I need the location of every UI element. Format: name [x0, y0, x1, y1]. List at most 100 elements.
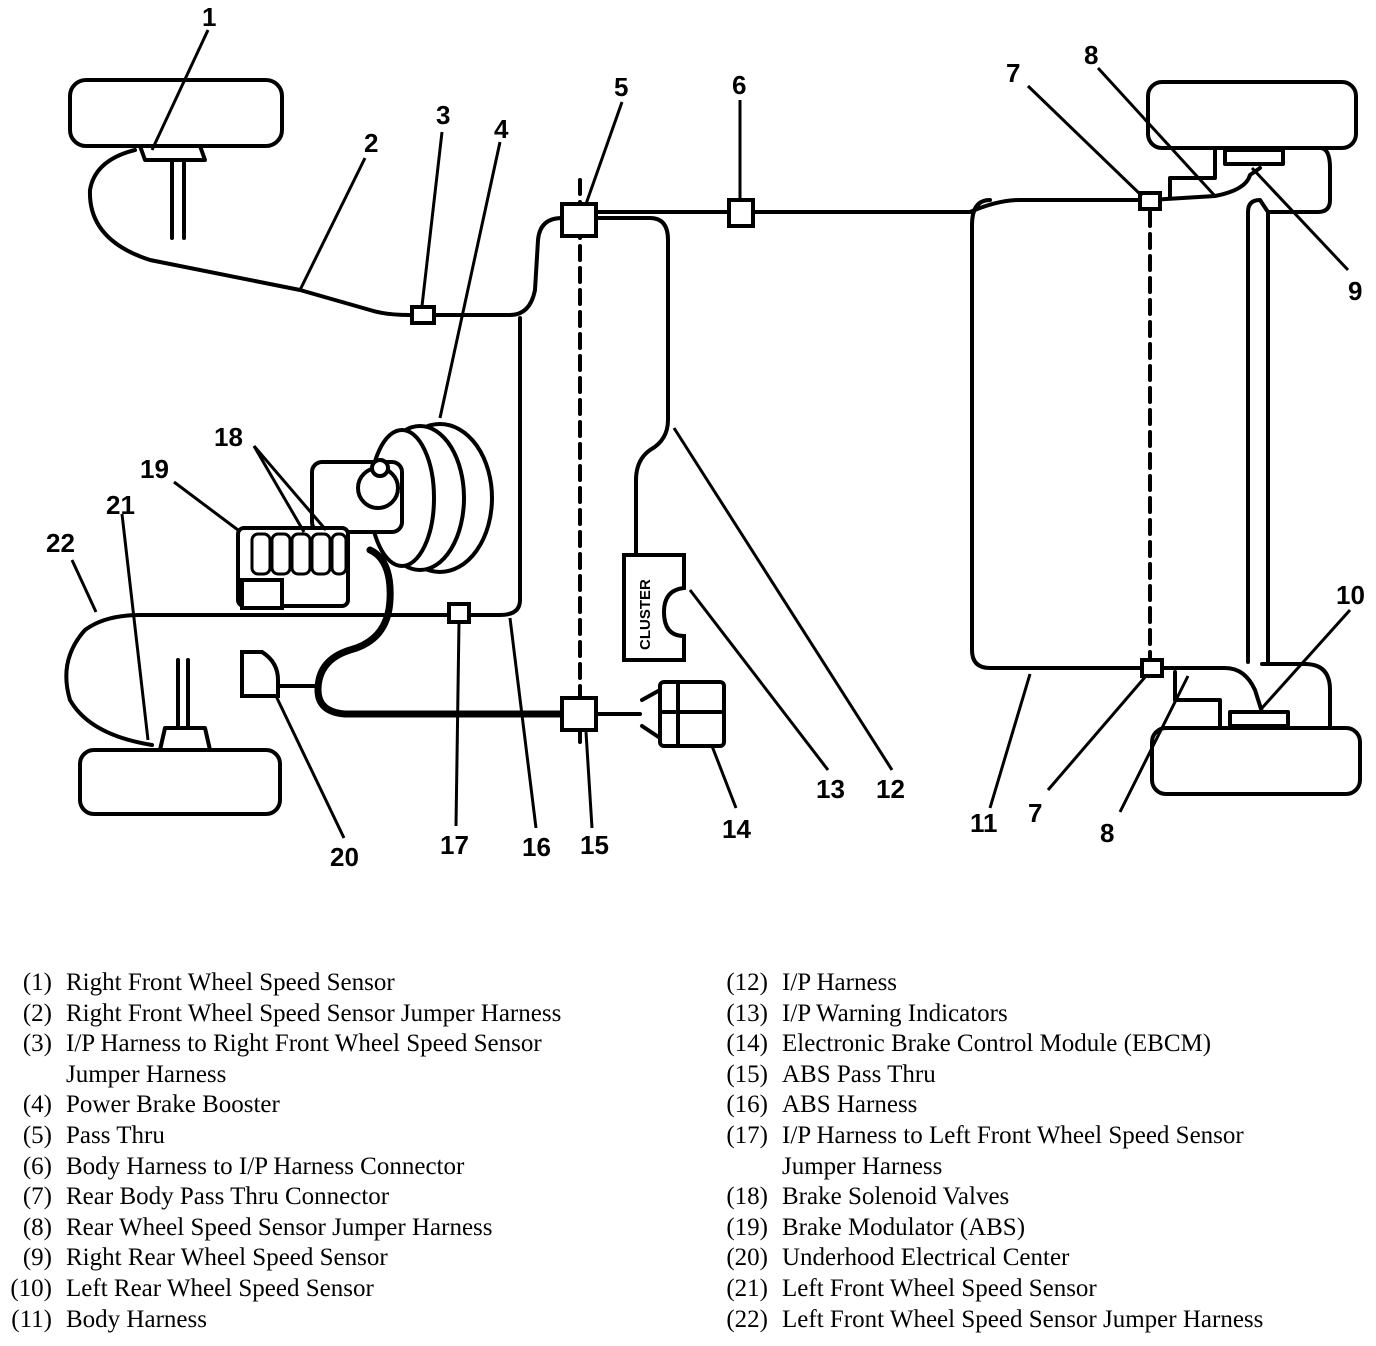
legend-item-label: Left Front Wheel Speed Sensor — [782, 1274, 1097, 1302]
callout-1: 1 — [202, 2, 216, 32]
legend-item-label: Right Front Wheel Speed Sensor — [66, 969, 395, 996]
power-brake-booster — [310, 422, 494, 574]
legend-item-number: (15) — [726, 1060, 768, 1088]
legend-item-label: Pass Thru — [66, 1121, 165, 1149]
legend-item: (8) Rear Wheel Speed Sensor Jumper Harnes… — [4, 1213, 561, 1244]
legend-item-number: (12) — [726, 969, 768, 996]
legend-item: (17) I/P Harness to Left Front Wheel Spee… — [718, 1121, 1263, 1152]
right-rear-sensor-body — [1223, 148, 1285, 166]
legend-item-number: (1) — [22, 969, 52, 996]
legend-item-label: I/P Harness to Left Front Wheel Speed Se… — [782, 1121, 1244, 1149]
legend-item-number: (19) — [726, 1213, 768, 1241]
legend-item-number: (11) — [11, 1305, 52, 1333]
legend-item: (2) Right Front Wheel Speed Sensor Jumper… — [4, 999, 561, 1030]
connector-3 — [410, 305, 436, 325]
legend-item: (20)Underhood Electrical Center — [718, 1243, 1263, 1274]
callout-13: 13 — [816, 774, 845, 804]
legend-item-label: Left Rear Wheel Speed Sensor — [66, 1274, 374, 1302]
left-rear-sensor-body — [1228, 710, 1290, 728]
legend-item: (10) Left Rear Wheel Speed Sensor — [4, 1274, 561, 1305]
callout-15: 15 — [580, 830, 609, 860]
left-rear-wheel — [1150, 662, 1362, 796]
modulator-to-ebcm-harness — [314, 546, 566, 718]
legend-item: (16)ABS Harness — [718, 1090, 1263, 1121]
instrument-cluster: CLUSTER — [622, 553, 686, 662]
callout-2: 2 — [364, 128, 378, 158]
legend-item-number: (6) — [22, 1152, 52, 1180]
legend-item-label: Body Harness to I/P Harness Connector — [66, 1152, 465, 1180]
legend-item-number: (5) — [22, 1121, 52, 1149]
legend-item: (3) I/P Harness to Right Front Wheel Spee… — [4, 1029, 561, 1060]
brake-solenoid-valves — [250, 532, 348, 576]
legend-item-label: I/P Harness to Right Front Wheel Speed S… — [66, 1030, 542, 1058]
ebcm — [658, 680, 726, 748]
callout-8-bottom: 8 — [1100, 818, 1114, 848]
legend-item: (5) Pass Thru — [4, 1121, 561, 1152]
abs-wiring-diagram: CLUSTER — [46, 2, 1365, 872]
pass-thru-5 — [560, 202, 598, 238]
legend-item: (22) Left Front Wheel Speed Sensor Jumper… — [718, 1305, 1263, 1336]
legend-item-number — [718, 1152, 782, 1183]
left-front-wheel — [78, 658, 282, 816]
callout-17: 17 — [440, 830, 469, 860]
ip-harness-to-pass-thru — [430, 216, 564, 317]
connector-7-top — [1138, 191, 1162, 211]
legend-item: (19) Brake Modulator (ABS) — [718, 1213, 1263, 1244]
legend-item: (18) Brake Solenoid Valves — [718, 1182, 1263, 1213]
callout-18: 18 — [214, 422, 243, 452]
legend-item-number: (9) — [22, 1244, 52, 1272]
abs-harness — [468, 316, 522, 617]
legend-item-label: Rear Body Pass Thru Connector — [66, 1183, 390, 1211]
legend-item-number: (18) — [726, 1183, 768, 1211]
legend-item: (21) Left Front Wheel Speed Sensor — [718, 1274, 1263, 1305]
legend-left-column: (1) Right Front Wheel Speed Sensor (2) Righ… — [4, 968, 561, 1335]
legend-item: (14)Electronic Brake Control Module (EBC… — [718, 1029, 1263, 1060]
legend-item-number: (10) — [10, 1274, 52, 1302]
legend-item-label: Rear Wheel Speed Sensor Jumper Harness — [66, 1213, 493, 1241]
callout-20: 20 — [330, 842, 359, 872]
callout-21: 21 — [106, 490, 135, 520]
legend-item-label: Jumper Harness — [66, 1060, 227, 1088]
ip-harness — [596, 216, 670, 557]
right-front-jumper-harness — [87, 148, 412, 317]
callout-3: 3 — [436, 100, 450, 130]
legend-item-label: Left Front Wheel Speed Sensor Jumper Har… — [782, 1305, 1264, 1333]
legend-item-label: I/P Harness — [782, 969, 898, 996]
legend-item: (4)Power Brake Booster — [4, 1090, 561, 1121]
callout-19: 19 — [140, 454, 169, 484]
legend-item-number: (17) — [726, 1121, 768, 1149]
callout-8-top: 8 — [1084, 40, 1098, 70]
connector-7-bottom — [1140, 658, 1164, 678]
legend-item-label: Underhood Electrical Center — [782, 1244, 1070, 1272]
legend-item-number: (22) — [726, 1305, 768, 1333]
body-harness — [753, 166, 1264, 714]
legend-item-label: Brake Solenoid Valves — [782, 1183, 1010, 1211]
legend-item: (12) I/P Harness — [718, 968, 1263, 999]
legend-item-label: Electronic Brake Control Module (EBCM) — [782, 1030, 1212, 1058]
callout-12: 12 — [876, 774, 905, 804]
callout-16: 16 — [522, 832, 551, 862]
legend-item-number: (21) — [726, 1274, 768, 1302]
legend-item-number: (2) — [22, 999, 52, 1027]
legend-item-number: (3) — [22, 1030, 52, 1058]
callout-5: 5 — [614, 72, 628, 102]
callout-10: 10 — [1336, 580, 1365, 610]
callout-9: 9 — [1348, 276, 1362, 306]
right-front-wheel — [68, 78, 284, 240]
legend-item-label: ABS Pass Thru — [782, 1060, 936, 1088]
legend-item: Jumper Harness — [718, 1152, 1263, 1183]
legend-item-label: Brake Modulator (ABS) — [782, 1213, 1026, 1241]
connector-6 — [727, 198, 755, 228]
legend-item-label: Right Front Wheel Speed Sensor Jumper Ha… — [66, 999, 562, 1027]
legend-item: (6) Body Harness to I/P Harness Connector — [4, 1152, 561, 1183]
left-front-jumper-harness — [64, 613, 450, 747]
underhood-electrical-center — [240, 650, 280, 698]
legend-item-label: Power Brake Booster — [66, 1091, 280, 1119]
legend-item: (11) Body Harness — [4, 1305, 561, 1336]
right-rear-wheel — [1146, 80, 1358, 214]
callout-22: 22 — [46, 528, 75, 558]
legend-item: (13)I/P Warning Indicators — [718, 999, 1263, 1030]
legend-item-label: Body Harness — [66, 1305, 207, 1333]
callout-7-top: 7 — [1006, 58, 1020, 88]
legend-item-number: (8) — [22, 1213, 52, 1241]
